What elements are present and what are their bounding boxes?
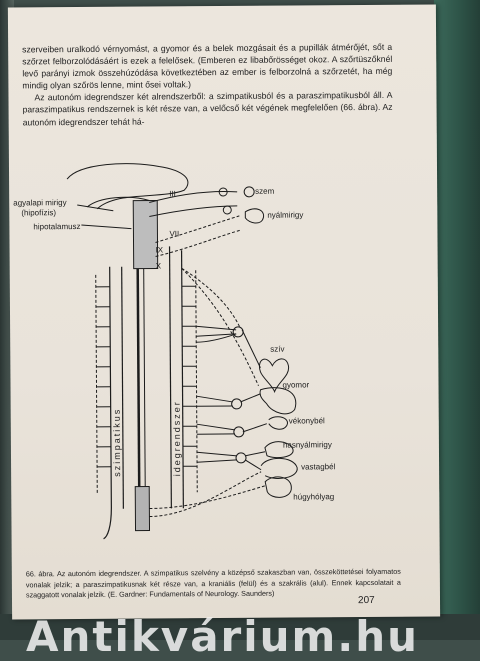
autonomic-nervous-system-figure: agyalapi mirigy (hipofízis) hipotalamusz…	[9, 155, 440, 553]
label-hasnyalmirigy: hasnyálmirigy	[283, 440, 332, 449]
label-agyalapi-mirigy: agyalapi mirigy	[13, 198, 66, 207]
label-sziv: szív	[270, 345, 284, 354]
label-hugyholyag: húgyhólyag	[293, 492, 334, 501]
label-szem: szem	[255, 187, 275, 196]
watermark-logo: Antikvárium.hu	[26, 612, 420, 661]
book-cover-edge	[434, 0, 480, 640]
label-vekonybel: vékonybél	[289, 416, 325, 425]
body-text: szerveiben uralkodó vérnyomást, a gyomor…	[22, 41, 393, 128]
label-szimpatikus: szimpatikus	[112, 408, 122, 477]
label-cranial-iii: III	[169, 189, 176, 198]
figure-caption: 66. ábra. Az autonóm idegrendszer. A szi…	[25, 566, 401, 600]
book-page: szerveiben uralkodó vérnyomást, a gyomor…	[7, 4, 441, 620]
page-number: 207	[357, 594, 375, 607]
label-cranial-x: X	[156, 261, 162, 270]
label-hipotalamusz: hipotalamusz	[33, 222, 80, 231]
label-vastagbel: vastagbél	[301, 462, 336, 471]
label-idegrendszer: idegrendszer	[172, 400, 183, 476]
paragraph-2: Az autonóm idegrendszer két alrendszerbő…	[22, 90, 393, 127]
label-cranial-vii: VII	[169, 229, 179, 238]
label-nyalmirigy: nyálmirigy	[267, 210, 303, 219]
label-cranial-ix: IX	[156, 245, 164, 254]
label-hipofizis: (hipofízis)	[21, 208, 56, 217]
label-gyomor: gyomor	[282, 380, 309, 389]
paragraph-1: szerveiben uralkodó vérnyomást, a gyomor…	[22, 41, 393, 91]
